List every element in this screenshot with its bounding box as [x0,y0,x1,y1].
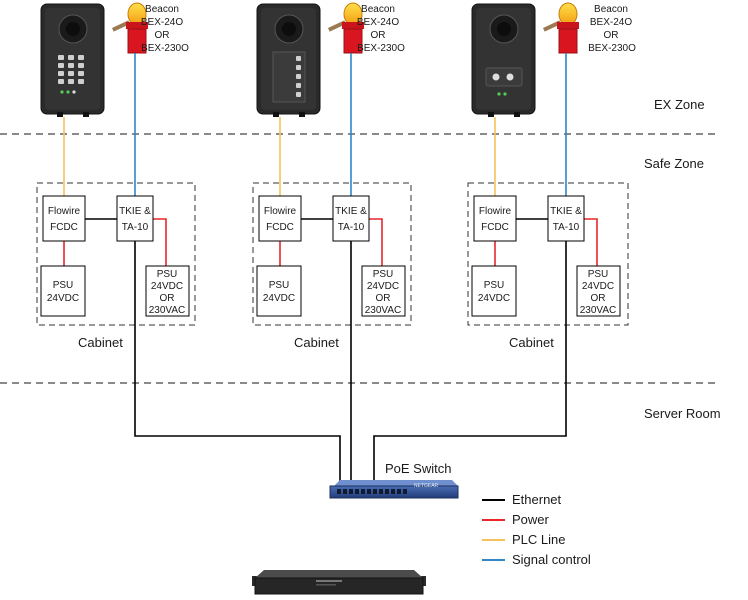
flowire-box [473,195,517,242]
power-wire [369,218,383,266]
switch-brand: NETGEAR [414,483,439,489]
beacon-label-line4: BEX-230O [588,43,636,54]
psu-right-line3: OR [591,293,606,304]
psu-right-line4: 230VAC [365,305,402,316]
beacon-label-line2: BEX-24O [357,17,399,28]
psu-right-line4: 230VAC [149,305,186,316]
psu-left-line1: PSU [269,280,290,291]
psu-24vdc-box [40,265,86,317]
psu-right-line2: 24VDC [582,281,614,292]
tkie-line2: TA-10 [122,222,149,233]
legend-ethernet-label: Ethernet [512,492,562,507]
psu-right-line1: PSU [373,269,394,280]
flowire-line2: FCDC [481,222,509,233]
ethernet-wire [373,241,567,488]
psu-24vdc-230vac-box [576,265,621,317]
legend: Ethernet Power PLC Line Signal control [482,492,591,567]
psu-left-line1: PSU [53,280,74,291]
beacon-device [111,2,148,54]
legend-power-label: Power [512,512,550,527]
tkie-box [547,195,585,242]
tkie-line2: TA-10 [553,222,580,233]
switch-ports [337,489,407,494]
flowire-line2: FCDC [266,222,294,233]
power-wire [153,218,167,266]
psu-24vdc-230vac-box [145,265,190,317]
beacon-label-line2: BEX-24O [141,17,183,28]
psu-24vdc-box [256,265,302,317]
server-room-label: Server Room [644,406,721,421]
legend-signal-control-label: Signal control [512,552,591,567]
psu-right-line4: 230VAC [580,305,617,316]
intercom-keypad-device [40,3,105,117]
legend-plc-line-label: PLC Line [512,532,565,547]
psu-right-line2: 24VDC [367,281,399,292]
flowire-line1: Flowire [264,206,297,217]
beacon-label-line3: OR [155,30,170,41]
flowire-box [258,195,302,242]
intercom-buttons-device [256,3,321,117]
psu-left-line2: 24VDC [263,293,295,304]
safe-zone-label: Safe Zone [644,156,704,171]
flowire-line1: Flowire [48,206,81,217]
flowire-line1: Flowire [479,206,512,217]
beacon-label-line3: OR [371,30,386,41]
tkie-line1: TKIE & [550,206,582,217]
psu-right-line3: OR [160,293,175,304]
tkie-box [332,195,370,242]
beacon-label-line1: Beacon [594,4,628,15]
tkie-box [116,195,154,242]
cabinet-label: Cabinet [294,335,339,350]
flowire-box [42,195,86,242]
beacon-label-line1: Beacon [145,4,179,15]
psu-left-line2: 24VDC [478,293,510,304]
tkie-line2: TA-10 [338,222,365,233]
intercom-single-button-device [471,3,536,117]
psu-right-line3: OR [376,293,391,304]
ex-zone-label: EX Zone [654,97,705,112]
unit-buttons: Beacon BEX-24O OR BEX-230O Cabinet Flowi… [252,2,412,488]
power-wire [584,218,598,266]
psu-24vdc-box [471,265,517,317]
beacon-label-line4: BEX-230O [357,43,405,54]
ethernet-wire [134,241,341,488]
rack-server-device [252,570,426,595]
beacon-device [327,2,364,54]
poe-switch-device: NETGEAR [329,480,459,499]
psu-24vdc-230vac-box [361,265,406,317]
cabinet-outline [467,182,629,326]
beacon-label-line3: OR [604,30,619,41]
tkie-line1: TKIE & [119,206,151,217]
beacon-label-line4: BEX-230O [141,43,189,54]
beacon-label-line1: Beacon [361,4,395,15]
beacon-label-line2: BEX-24O [590,17,632,28]
unit-keypad: Beacon BEX-24O OR BEX-230O Cabinet Flowi… [36,2,341,488]
beacon-device [542,2,579,54]
poe-switch-label: PoE Switch [385,461,451,476]
psu-right-line1: PSU [588,269,609,280]
psu-left-line1: PSU [484,280,505,291]
psu-right-line1: PSU [157,269,178,280]
psu-right-line2: 24VDC [151,281,183,292]
flowire-line2: FCDC [50,222,78,233]
psu-left-line2: 24VDC [47,293,79,304]
unit-single-button: Beacon BEX-24O OR BEX-230O Cabinet Flowi… [373,2,636,488]
cabinet-label: Cabinet [78,335,123,350]
tkie-line1: TKIE & [335,206,367,217]
cabinet-label: Cabinet [509,335,554,350]
